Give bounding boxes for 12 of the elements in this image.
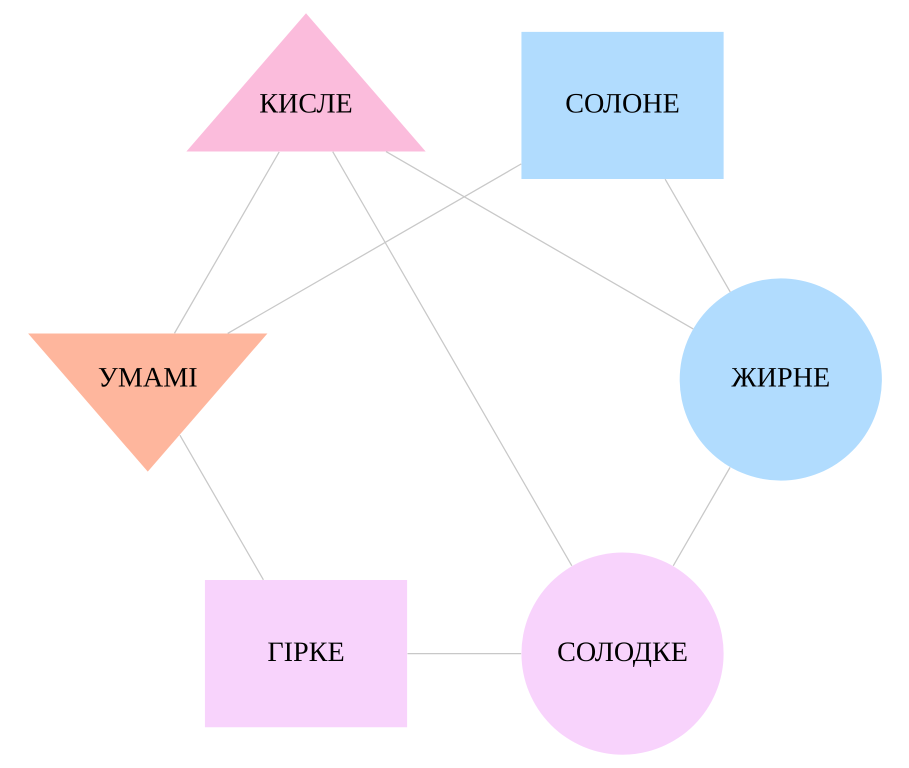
connector xyxy=(385,151,694,330)
connector xyxy=(664,178,730,292)
connector xyxy=(173,152,280,334)
node-box: СОЛОНЕ xyxy=(520,32,724,179)
node-circle: СОЛОДКЕ xyxy=(520,552,724,755)
connector xyxy=(332,151,572,566)
node-circle: ЖИРНЕ xyxy=(679,278,882,481)
connector xyxy=(406,652,521,654)
node-box: ГІРКЕ xyxy=(204,580,407,728)
connector xyxy=(672,467,730,566)
connector xyxy=(226,163,522,334)
connector xyxy=(178,434,264,580)
